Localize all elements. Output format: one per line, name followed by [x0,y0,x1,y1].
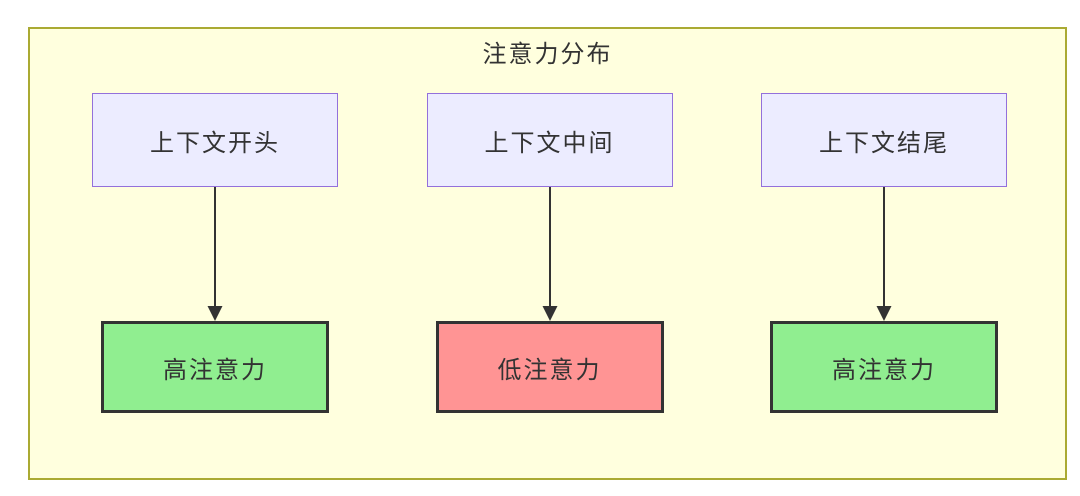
node-label: 上下文结尾 [819,129,949,157]
node-label: 高注意力 [832,356,936,384]
node-label: 高注意力 [163,356,267,384]
node-label: 低注意力 [497,356,602,384]
node-context-start: 上下文开头 [92,93,338,187]
diagram-title: 注意力分布 [482,41,613,68]
node-high-attention-right: 高注意力 [770,321,998,413]
down-arrow-icon [207,187,223,321]
node-context-end: 上下文结尾 [761,93,1007,187]
flow-column-context-end: 上下文结尾 高注意力 [759,93,1009,413]
flow-columns: 上下文开头 高注意力 上下文中间 低注意力 上下文结 [30,29,1065,413]
node-label: 上下文开头 [150,129,280,157]
down-arrow-icon [542,187,557,321]
flow-column-context-middle: 上下文中间 低注意力 [425,93,675,413]
node-context-middle: 上下文中间 [426,93,673,187]
node-label: 上下文中间 [484,129,615,157]
node-high-attention-left: 高注意力 [101,321,329,413]
diagram-canvas: 注意力分布 上下文开头 高注意力 上下文中间 低注意力 [28,27,1067,480]
down-arrow-icon [876,187,892,321]
node-low-attention-middle: 低注意力 [435,321,664,413]
flow-column-context-start: 上下文开头 高注意力 [90,93,340,413]
